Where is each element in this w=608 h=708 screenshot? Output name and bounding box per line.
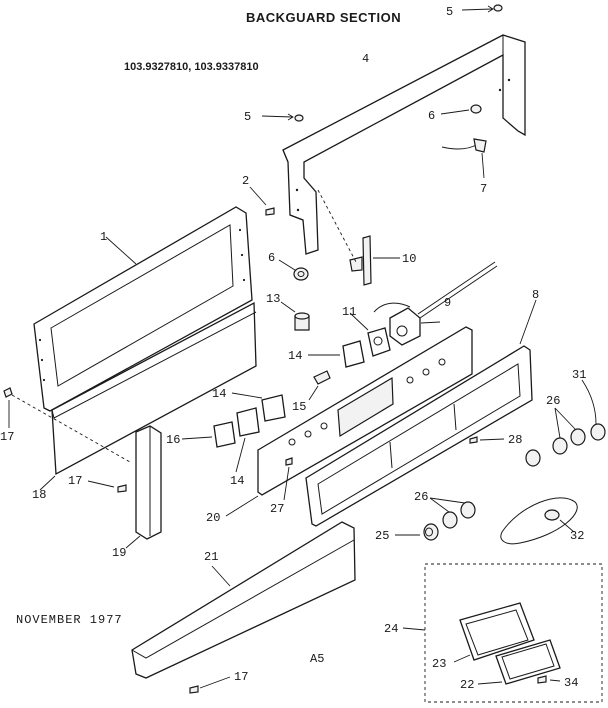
part-5-screw-mid — [261, 113, 304, 122]
part-14-switch-a — [308, 340, 365, 368]
callout-23: 23 — [432, 657, 446, 671]
callout-17-bottom: 17 — [234, 670, 248, 684]
part-18-lower-panel — [39, 301, 257, 491]
part-14-switch-c — [235, 407, 260, 473]
part-7-clip — [441, 138, 487, 179]
part-6-grommet-lower — [278, 259, 309, 281]
callout-2: 2 — [242, 174, 249, 188]
part-1-rear-panel — [33, 206, 253, 412]
model-numbers: 103.9327810, 103.9337810 — [124, 61, 259, 73]
callout-19: 19 — [112, 546, 126, 560]
callout-7: 7 — [480, 182, 487, 196]
callout-26-lower: 26 — [414, 490, 428, 504]
callout-18: 18 — [32, 488, 46, 502]
callout-4: 4 — [362, 52, 369, 66]
part-28-screw — [469, 436, 505, 444]
callout-34: 34 — [564, 676, 578, 690]
part-26-knobs-lower — [429, 497, 476, 529]
callout-24: 24 — [384, 622, 398, 636]
part-5-screw-top — [461, 4, 503, 13]
part-6-grommet-upper — [440, 104, 482, 115]
date-label: NOVEMBER 1977 — [16, 613, 123, 627]
callout-26-upper: 26 — [546, 394, 560, 408]
callout-15: 15 — [292, 400, 306, 414]
callout-1: 1 — [100, 230, 107, 244]
part-2-screw — [249, 186, 275, 216]
callout-6-lower: 6 — [268, 251, 275, 265]
callout-21: 21 — [204, 550, 218, 564]
part-27-screw — [283, 457, 293, 501]
part-4-backguard-top — [282, 34, 526, 255]
part-32-wire-harness — [500, 497, 578, 545]
part-20-control-panel — [225, 326, 473, 517]
callout-20: 20 — [206, 511, 220, 525]
part-8-front-overlay — [305, 299, 537, 527]
callout-5-top: 5 — [446, 5, 453, 19]
part-34-screw — [537, 675, 561, 684]
callout-14-c: 14 — [230, 474, 244, 488]
part-17-screw-mid — [87, 480, 127, 493]
callout-13: 13 — [266, 292, 280, 306]
callout-14-b: 14 — [212, 387, 226, 401]
callout-17-left: 17 — [0, 430, 14, 444]
callout-5-mid: 5 — [244, 110, 251, 124]
callout-10: 10 — [402, 252, 416, 266]
callout-16: 16 — [166, 433, 180, 447]
part-9-thermostat — [373, 261, 498, 346]
part-21-trim-strip — [131, 521, 356, 679]
diagram-title: BACKGUARD SECTION — [246, 10, 401, 25]
part-23-clock-module — [453, 602, 535, 663]
callout-14-a: 14 — [288, 349, 302, 363]
part-31-knob — [581, 379, 606, 441]
callout-8: 8 — [532, 288, 539, 302]
part-10-bracket — [317, 189, 400, 286]
part-16-switch — [181, 421, 236, 448]
part-25-knob — [395, 523, 439, 541]
part-24-clock-assembly — [402, 563, 603, 703]
part-17-screw-left — [3, 387, 131, 463]
callout-27: 27 — [270, 502, 284, 516]
callout-22: 22 — [460, 678, 474, 692]
callout-32: 32 — [570, 529, 584, 543]
part-13-indicator-light — [280, 301, 310, 331]
page-code: A5 — [310, 652, 324, 666]
callout-9: 9 — [444, 296, 451, 310]
part-19-side-trim — [125, 425, 162, 549]
part-14-switch-b — [231, 392, 286, 422]
callout-28: 28 — [508, 433, 522, 447]
part-22-bezel — [477, 639, 561, 685]
part-17-screw-bottom — [189, 676, 231, 694]
callout-31: 31 — [572, 368, 586, 382]
part-11-switch — [349, 312, 391, 357]
callout-11: 11 — [342, 305, 356, 319]
callout-17-mid: 17 — [68, 474, 82, 488]
callout-6-upper: 6 — [428, 109, 435, 123]
part-26-knobs-upper — [525, 407, 586, 467]
part-15-lamp — [308, 370, 331, 401]
callout-25: 25 — [375, 529, 389, 543]
